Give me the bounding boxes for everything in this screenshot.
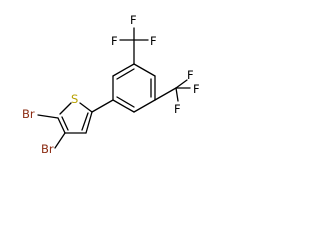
bond-thiophene-phenyl [91, 99, 114, 113]
bond-ar2-ar3 [112, 63, 135, 77]
bond-ar2-ar3-double [116, 68, 135, 80]
atom-bromine-label-2: Br [41, 142, 54, 156]
atom-fluorine-label-4: F [187, 68, 194, 82]
bond-s-c5 [79, 102, 93, 113]
bond-cf3-bottom-f3 [175, 87, 179, 102]
bond-ar5-ar6 [133, 99, 156, 113]
bond-ar6-ar1-double [116, 96, 135, 108]
atom-fluorine-label-6: F [174, 102, 181, 116]
bond-c2-br [37, 114, 59, 119]
atom-bromine-label-1: Br [22, 107, 35, 121]
bond-ar5-cf3-bottom [154, 87, 177, 101]
bond-cf3-bottom-f1 [175, 79, 188, 89]
bond-ar6-ar1 [112, 99, 135, 113]
bond-c3-br [54, 132, 66, 149]
atom-fluorine-label-1: F [111, 34, 118, 48]
bond-ar3-ar4 [133, 63, 156, 77]
atom-sulfur-label: S [71, 92, 78, 106]
bond-c4-c5 [85, 111, 93, 134]
bond-c2-c3 [57, 117, 66, 134]
bond-c4-c5-double [81, 112, 89, 131]
atom-fluorine-label-3: F [150, 34, 157, 48]
atom-fluorine-label-5: F [193, 82, 200, 96]
atom-fluorine-label-2: F [130, 13, 137, 27]
molecule-structure: S Br Br F F F F F F [22, 13, 200, 156]
bond-s-c2 [59, 102, 72, 115]
bond-c2-c3-double [61, 116, 69, 131]
